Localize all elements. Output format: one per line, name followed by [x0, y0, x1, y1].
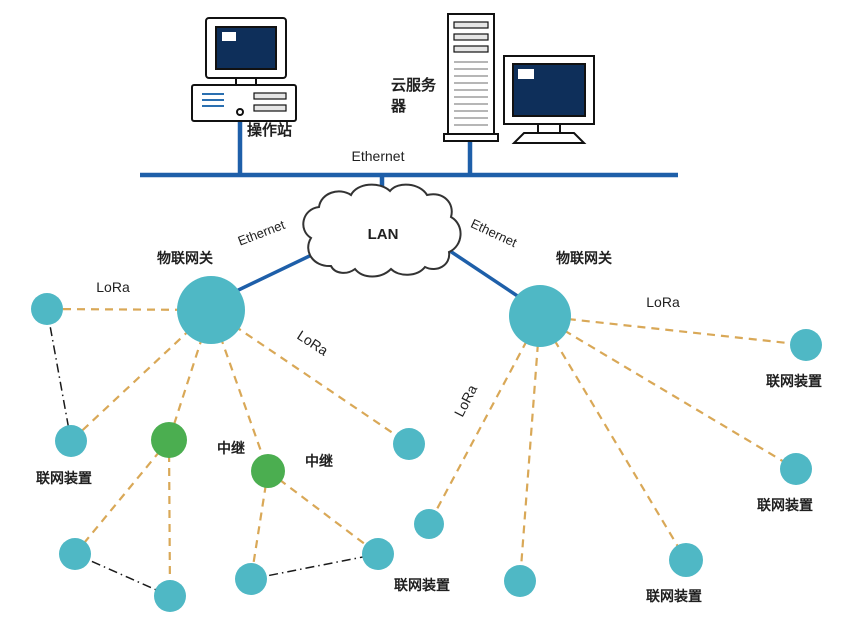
device-1-to-device-2-dashdot-link-14	[46, 308, 72, 442]
cloud-server-label-line2: 器	[390, 98, 407, 115]
device-4-node	[154, 580, 186, 612]
device-9-node	[504, 565, 536, 597]
workstation-monitor-neck	[235, 77, 257, 86]
workstation-label: 操作站	[247, 121, 292, 139]
anchor-to-anchor-ethernet-link-18	[443, 245, 526, 303]
device-5-to-device-6-dashdot-link-16	[250, 553, 379, 580]
device-8-node	[414, 509, 444, 539]
device-10-node	[669, 543, 703, 577]
device-11-label: 联网装置	[757, 497, 813, 513]
labels-layer: 物联网关物联网关联网装置中继中继联网装置联网装置联网装置联网装置操作站云服务器E…	[36, 76, 822, 604]
server-drive-bay-2	[453, 33, 489, 41]
gateway-left-node	[177, 276, 245, 344]
device-5-node	[235, 563, 267, 595]
workstation-case	[191, 84, 297, 122]
ethernet-right-link-label: Ethernet	[468, 216, 519, 251]
device-12-node	[790, 329, 822, 361]
relay-2-to-device-6-lora-link-8	[267, 470, 379, 555]
lora-label-right: LoRa	[646, 294, 680, 310]
gateway-right-to-device-10-lora-link-11	[539, 315, 687, 561]
device-1-node	[31, 293, 63, 325]
cloud-server-icon	[443, 13, 595, 144]
relay-1-label: 中继	[217, 440, 245, 456]
gateway-right-to-device-9-lora-link-10	[518, 315, 542, 582]
anchor-to-anchor-ethernet-link-17	[225, 248, 323, 298]
workstation-drive-slot-1	[253, 92, 287, 100]
relay-1-to-device-4-lora-link-6	[167, 439, 172, 597]
ethernet-left-link-label: Ethernet	[236, 217, 288, 249]
gateway-right-to-device-8-lora-link-9	[428, 315, 541, 525]
gateway-left-to-relay-1-lora-link-2	[167, 309, 213, 441]
gateway-left-to-device-7-lora-link-4	[210, 309, 410, 445]
workstation-vent	[202, 93, 224, 107]
gateway-right-to-device-11-lora-link-12	[539, 315, 797, 470]
device-6-label: 联网装置	[394, 577, 450, 593]
server-tower	[447, 13, 495, 135]
workstation-drive-slot-2	[253, 104, 287, 112]
device-7-node	[393, 428, 425, 460]
device-2-label: 联网装置	[36, 470, 92, 486]
relay-2-label: 中继	[305, 453, 333, 469]
device-6-node	[362, 538, 394, 570]
gateway-right-label: 物联网关	[556, 250, 612, 266]
workstation-screen-glare	[222, 32, 236, 41]
gateway-left-label: 物联网关	[157, 250, 213, 266]
server-monitor-stand	[511, 132, 587, 144]
gateway-right-to-device-12-lora-link-13	[539, 314, 807, 347]
device-3-node	[59, 538, 91, 570]
device-10-label: 联网装置	[646, 588, 702, 604]
lora-label-far-left: LoRa	[96, 279, 130, 295]
device-12-label: 联网装置	[766, 373, 822, 389]
device-11-node	[780, 453, 812, 485]
gateway-right-node	[509, 285, 571, 347]
server-monitor-neck	[537, 123, 561, 134]
cloud-server-label-line1: 云服务	[391, 76, 437, 94]
server-base	[443, 133, 499, 142]
workstation-icon	[191, 17, 297, 122]
relay-1-node	[151, 422, 187, 458]
server-drive-bay-3	[453, 45, 489, 53]
server-drive-bay-1	[453, 21, 489, 29]
nodes-layer	[31, 276, 822, 612]
lora-label-right-mid: LoRa	[451, 382, 481, 419]
lan-label: LAN	[368, 226, 399, 243]
relay-2-node	[251, 454, 285, 488]
workstation-power-button	[236, 108, 244, 116]
lora-label-left-mid: LoRa	[294, 327, 331, 359]
relay-1-to-device-3-lora-link-5	[74, 439, 170, 555]
ethernet-bus-label: Ethernet	[352, 148, 405, 164]
lan-cloud	[302, 183, 462, 278]
server-monitor-glare	[518, 69, 534, 79]
relay-2-to-device-5-lora-link-7	[249, 470, 270, 580]
server-vent-grid	[454, 61, 488, 126]
device-2-node	[55, 425, 87, 457]
